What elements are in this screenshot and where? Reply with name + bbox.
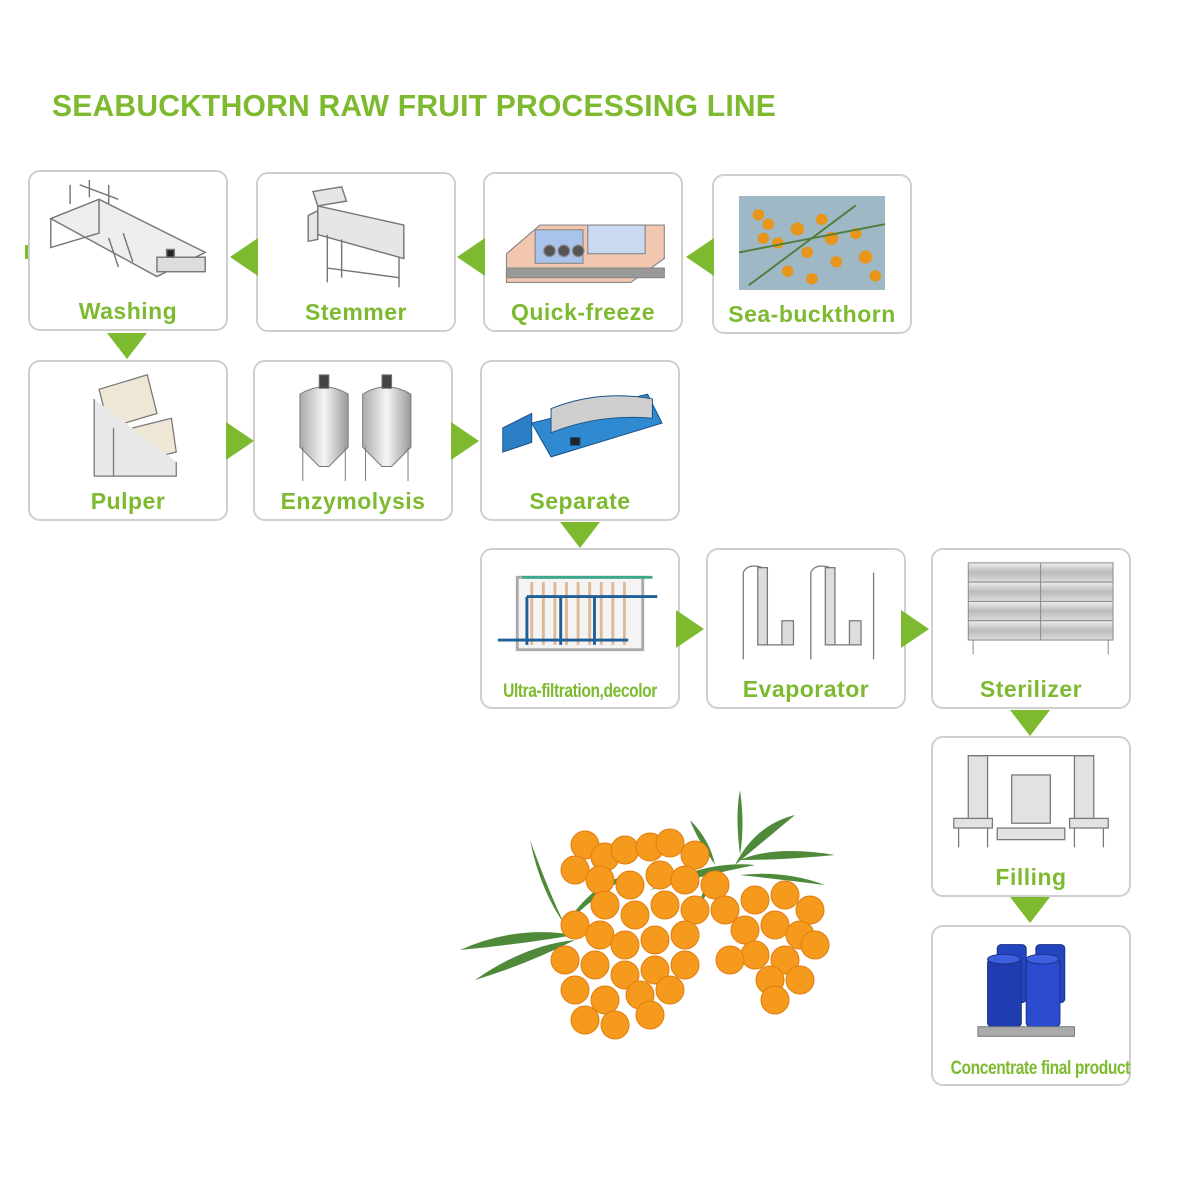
berry — [680, 895, 710, 925]
step-quick-freeze: Quick-freeze — [483, 172, 683, 332]
berry — [740, 885, 770, 915]
berry — [560, 910, 590, 940]
berry — [730, 915, 760, 945]
ultrafiltration-icon — [492, 558, 668, 669]
berry — [650, 890, 680, 920]
edge-marker — [25, 245, 29, 259]
step-label: Quick-freeze — [510, 299, 656, 325]
berry — [585, 920, 615, 950]
berry — [770, 880, 800, 910]
berry — [670, 950, 700, 980]
sterilizer-icon — [943, 558, 1119, 669]
berry — [590, 890, 620, 920]
seabuckthorn-branch-icon — [455, 785, 845, 1045]
flow-arrow-down — [107, 333, 147, 359]
evaporator-icon — [718, 558, 894, 669]
step-pulper: Pulper — [28, 360, 228, 521]
step-label: Stemmer — [305, 299, 407, 325]
berry — [610, 960, 640, 990]
filling-machine-icon — [943, 746, 1119, 857]
step-label: Separate — [529, 488, 631, 514]
berry — [715, 945, 745, 975]
berry — [795, 895, 825, 925]
flow-arrow-left — [457, 238, 485, 276]
pulper-machine-icon — [40, 370, 216, 481]
berry — [610, 930, 640, 960]
decanter-centrifuge-icon — [492, 370, 668, 481]
berry — [655, 975, 685, 1005]
step-label: Concentrate final product — [950, 1058, 1131, 1079]
washing-machine-icon — [40, 180, 216, 291]
berry — [640, 955, 670, 985]
step-filling: Filling — [931, 736, 1131, 897]
berry — [590, 985, 620, 1015]
step-label: Enzymolysis — [280, 488, 426, 514]
flow-arrow-right — [901, 610, 929, 648]
step-enzymolysis: Enzymolysis — [253, 360, 453, 521]
flow-arrow-down — [560, 522, 600, 548]
berry — [785, 965, 815, 995]
berry — [800, 930, 830, 960]
berry — [710, 895, 740, 925]
flow-arrow-left — [230, 238, 258, 276]
diagram-title: SEABUCKTHORN RAW FRUIT PROCESSING LINE — [52, 88, 777, 123]
stemmer-machine-icon — [268, 182, 444, 292]
flow-arrow-left — [686, 238, 714, 276]
berry — [620, 900, 650, 930]
step-label: Sterilizer — [979, 676, 1083, 702]
berry — [700, 870, 730, 900]
berry — [655, 828, 685, 858]
berry — [615, 870, 645, 900]
enzyme-tanks-icon — [265, 370, 441, 481]
flow-arrow-down — [1010, 897, 1050, 923]
berry — [585, 865, 615, 895]
flow-arrow-right — [226, 422, 254, 460]
step-label: Filling — [995, 864, 1067, 890]
berry — [580, 950, 610, 980]
step-label: Washing — [78, 298, 178, 324]
berry — [670, 865, 700, 895]
step-sea-buckthorn: Sea-buckthorn — [712, 174, 912, 334]
berry — [740, 940, 770, 970]
berry — [635, 1000, 665, 1030]
step-label: Evaporator — [742, 676, 870, 702]
step-stemmer: Stemmer — [256, 172, 456, 332]
step-washing: Washing — [28, 170, 228, 331]
step-label: Sea-buckthorn — [728, 301, 896, 327]
flow-arrow-down — [1010, 710, 1050, 736]
berry — [770, 945, 800, 975]
berry — [560, 855, 590, 885]
flow-arrow-right — [676, 610, 704, 648]
step-ultra-filtration: Ultra-filtration,decolor — [480, 548, 680, 709]
step-sterilizer: Sterilizer — [931, 548, 1131, 709]
berry — [670, 920, 700, 950]
berry — [645, 860, 675, 890]
berry — [550, 945, 580, 975]
berry — [680, 840, 710, 870]
step-separate: Separate — [480, 360, 680, 521]
drums-pallet-icon — [943, 935, 1119, 1046]
berry — [760, 910, 790, 940]
berry-photo-icon — [738, 196, 886, 290]
berry — [570, 1005, 600, 1035]
flow-arrow-right — [451, 422, 479, 460]
step-label: Ultra-filtration,decolor — [503, 681, 657, 702]
berry — [560, 975, 590, 1005]
berry — [760, 985, 790, 1015]
berry — [640, 925, 670, 955]
berry — [600, 1010, 630, 1040]
step-evaporator: Evaporator — [706, 548, 906, 709]
berry — [610, 835, 640, 865]
step-concentrate-final-product: Concentrate final product — [931, 925, 1131, 1086]
step-label: Pulper — [90, 488, 166, 514]
freezer-tunnel-icon — [495, 182, 671, 292]
